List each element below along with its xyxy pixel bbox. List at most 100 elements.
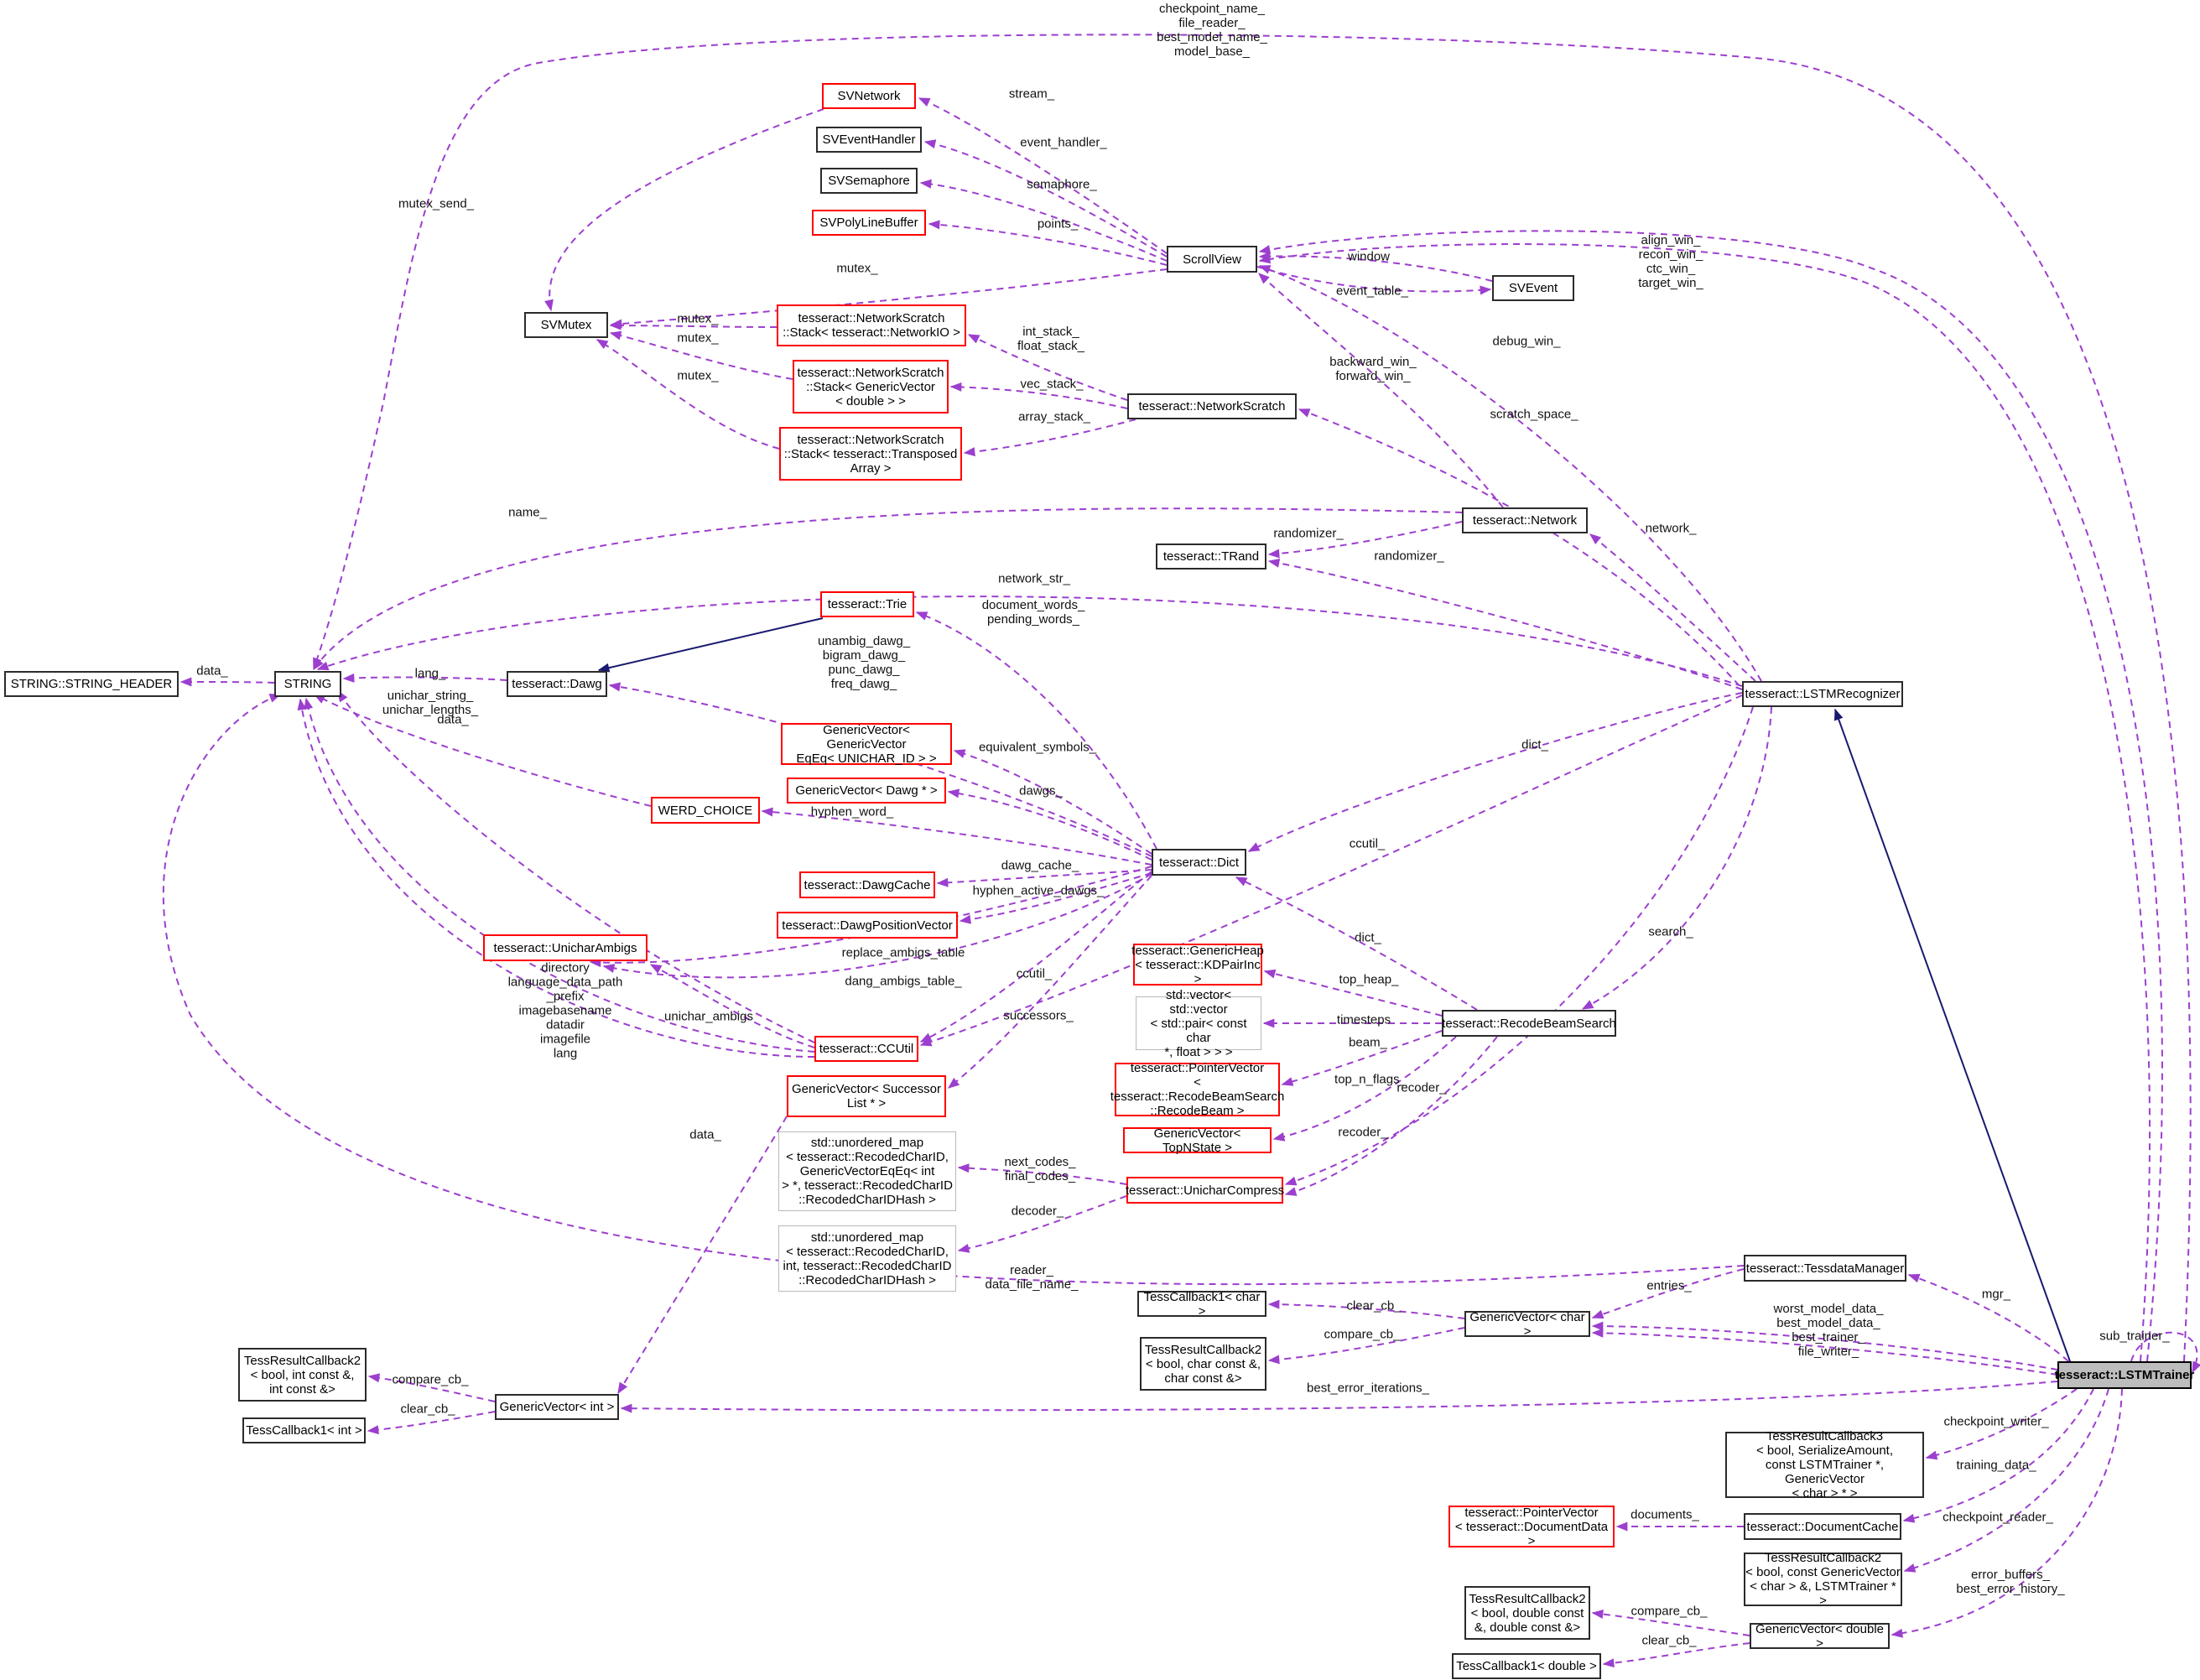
collaboration-edge — [1263, 969, 1443, 1017]
collaboration-edge — [1591, 1328, 2058, 1376]
inheritance-edge — [597, 617, 824, 673]
collaboration-edge — [316, 596, 1743, 687]
class-node-svevent[interactable]: SVEvent — [1492, 275, 1574, 301]
class-node-dict[interactable]: tesseract::Dict — [1152, 849, 1246, 876]
collaboration-edge — [596, 339, 780, 450]
collaboration-edge — [609, 320, 778, 330]
class-node-trc3[interactable]: TessResultCallback3 < bool, SerializeAmo… — [1725, 1429, 1924, 1501]
class-node-gv-dawg[interactable]: GenericVector< Dawg * > — [787, 778, 946, 804]
class-node-lstm-recognizer[interactable]: tesseract::LSTMRecognizer — [1742, 681, 1903, 707]
class-node-trc2-gvchar[interactable]: TessResultCallback2 < bool, const Generi… — [1744, 1551, 1902, 1608]
collaboration-edge — [1284, 1036, 1498, 1196]
class-node-dawgposvector[interactable]: tesseract::DawgPositionVector — [777, 912, 958, 939]
collaboration-edge — [337, 689, 815, 1043]
collaboration-edge — [1267, 521, 1463, 559]
class-node-trc2-char[interactable]: TessResultCallback2 < bool, char const &… — [1140, 1337, 1266, 1391]
class-node-ccutil[interactable]: tesseract::CCUtil — [814, 1036, 918, 1062]
collaboration-edge — [620, 1381, 2058, 1413]
inheritance-edge — [1834, 708, 2071, 1362]
class-node-gv-eqeq[interactable]: GenericVector< GenericVector EqEq< UNICH… — [781, 723, 952, 766]
collaboration-edge — [297, 698, 815, 1058]
collaboration-edge — [313, 34, 2192, 1362]
collaboration-edge — [1589, 533, 1756, 682]
class-node-string-header[interactable]: STRING::STRING_HEADER — [4, 671, 179, 697]
class-node-string[interactable]: STRING — [274, 671, 341, 697]
collaboration-edge — [1258, 252, 1493, 282]
class-node-umap1: std::unordered_map < tesseract::RecodedC… — [778, 1131, 956, 1211]
class-node-gv-successor[interactable]: GenericVector< Successor List * > — [787, 1075, 946, 1117]
collaboration-edge — [957, 1195, 1127, 1253]
collaboration-edge — [313, 694, 652, 807]
class-node-unicharambigs[interactable]: tesseract::UnicharAmbigs — [483, 934, 648, 961]
collaboration-edge — [1258, 265, 1762, 682]
class-node-scrollview[interactable]: ScrollView — [1167, 246, 1257, 273]
collaboration-edge — [1891, 1388, 2123, 1638]
class-node-trc2-int[interactable]: TessResultCallback2 < bool, int const &,… — [238, 1348, 367, 1402]
class-node-lstm-trainer: tesseract::LSTMTrainer — [2055, 1361, 2194, 1389]
class-node-gv-char[interactable]: GenericVector< char > — [1464, 1310, 1590, 1339]
collaboration-edge — [589, 866, 1152, 968]
collaboration-edge — [947, 875, 1152, 1089]
class-node-genericheap[interactable]: tesseract::GenericHeap < tesseract::KDPa… — [1131, 943, 1264, 986]
collaboration-edge — [1903, 1388, 2109, 1573]
class-node-documentcache[interactable]: tesseract::DocumentCache — [1744, 1513, 1901, 1540]
collaboration-edge — [1267, 1327, 1465, 1365]
class-node-stack-genericvector[interactable]: tesseract::NetworkScratch ::Stack< Gener… — [793, 360, 949, 413]
class-node-network[interactable]: tesseract::Network — [1462, 507, 1588, 533]
class-node-sveventhandler[interactable]: SVEventHandler — [816, 127, 922, 153]
class-node-recodebeamsearch[interactable]: tesseract::RecodeBeamSearch — [1442, 1010, 1616, 1037]
class-node-tcb1-double[interactable]: TessCallback1< double > — [1452, 1653, 1601, 1679]
class-node-tessdatamanager[interactable]: tesseract::TessdataManager — [1744, 1255, 1906, 1282]
class-node-umap2: std::unordered_map < tesseract::RecodedC… — [778, 1225, 956, 1292]
collaboration-edge — [919, 179, 1168, 262]
collaboration-edge — [609, 330, 793, 380]
class-node-trie[interactable]: tesseract::Trie — [820, 591, 914, 617]
class-node-stack-transposed[interactable]: tesseract::NetworkScratch ::Stack< tesse… — [779, 427, 962, 481]
class-node-dawgcache[interactable]: tesseract::DawgCache — [799, 871, 935, 898]
class-node-tcb1-char[interactable]: TessCallback1< char > — [1137, 1290, 1266, 1319]
collaboration-edge — [967, 334, 1128, 401]
collaboration-edge — [1247, 692, 1743, 852]
collaboration-edge — [915, 611, 1157, 850]
class-node-tcb1-int[interactable]: TessCallback1< int > — [242, 1417, 366, 1443]
collaboration-edge — [1281, 1030, 1443, 1086]
collaboration-edge — [1235, 876, 1478, 1011]
collaboration-edge — [936, 869, 1152, 887]
class-node-gv-double[interactable]: GenericVector< double > — [1750, 1622, 1890, 1651]
class-node-trc2-double[interactable]: TessResultCallback2 < bool, double const… — [1464, 1586, 1590, 1640]
class-node-svmutex[interactable]: SVMutex — [524, 312, 608, 338]
collaboration-edge — [1258, 243, 2151, 1362]
collaboration-edge — [179, 677, 275, 687]
class-node-svsemaphore[interactable]: SVSemaphore — [820, 168, 918, 194]
collaboration-edge — [1256, 266, 1492, 295]
collaboration-edge — [918, 97, 1168, 254]
class-node-trand[interactable]: tesseract::TRand — [1156, 544, 1266, 570]
collaboration-edge — [367, 1373, 496, 1402]
class-node-dawg[interactable]: tesseract::Dawg — [507, 671, 607, 697]
class-node-svpolylinebuffer[interactable]: SVPolyLineBuffer — [812, 210, 926, 236]
collaboration-edge — [1902, 1388, 2094, 1523]
collaboration-edge — [313, 507, 1463, 671]
collaboration-edge — [923, 139, 1168, 257]
class-node-gv-topnstate[interactable]: GenericVector< TopNState > — [1123, 1126, 1272, 1155]
collaboration-edge — [617, 1116, 788, 1395]
class-node-unicharcompress[interactable]: tesseract::UnicharCompress — [1126, 1177, 1284, 1204]
collaboration-edge — [544, 108, 824, 312]
collaboration-edge — [953, 749, 1152, 855]
collaboration-edge — [2130, 1331, 2200, 1374]
collaboration-edge — [1602, 1642, 1750, 1668]
class-node-gv-int[interactable]: GenericVector< int > — [495, 1394, 619, 1420]
class-node-pv-documentdata[interactable]: tesseract::PointerVector < tesseract::Do… — [1448, 1506, 1615, 1548]
collaboration-edge — [919, 871, 1152, 1043]
collaboration-edge — [342, 673, 507, 683]
class-node-networkscratch[interactable]: tesseract::NetworkScratch — [1127, 393, 1297, 419]
collaboration-edge — [367, 1411, 496, 1435]
class-node-pv-recodebeam[interactable]: tesseract::PointerVector < tesseract::Re… — [1110, 1061, 1285, 1118]
collaboration-edge — [963, 419, 1136, 457]
class-node-werd-choice[interactable]: WERD_CHOICE — [651, 797, 760, 824]
collaboration-edge — [957, 1163, 1127, 1185]
class-node-svnetwork[interactable]: SVNetwork — [822, 83, 916, 109]
class-node-stack-networkio[interactable]: tesseract::NetworkScratch ::Stack< tesse… — [777, 304, 966, 346]
